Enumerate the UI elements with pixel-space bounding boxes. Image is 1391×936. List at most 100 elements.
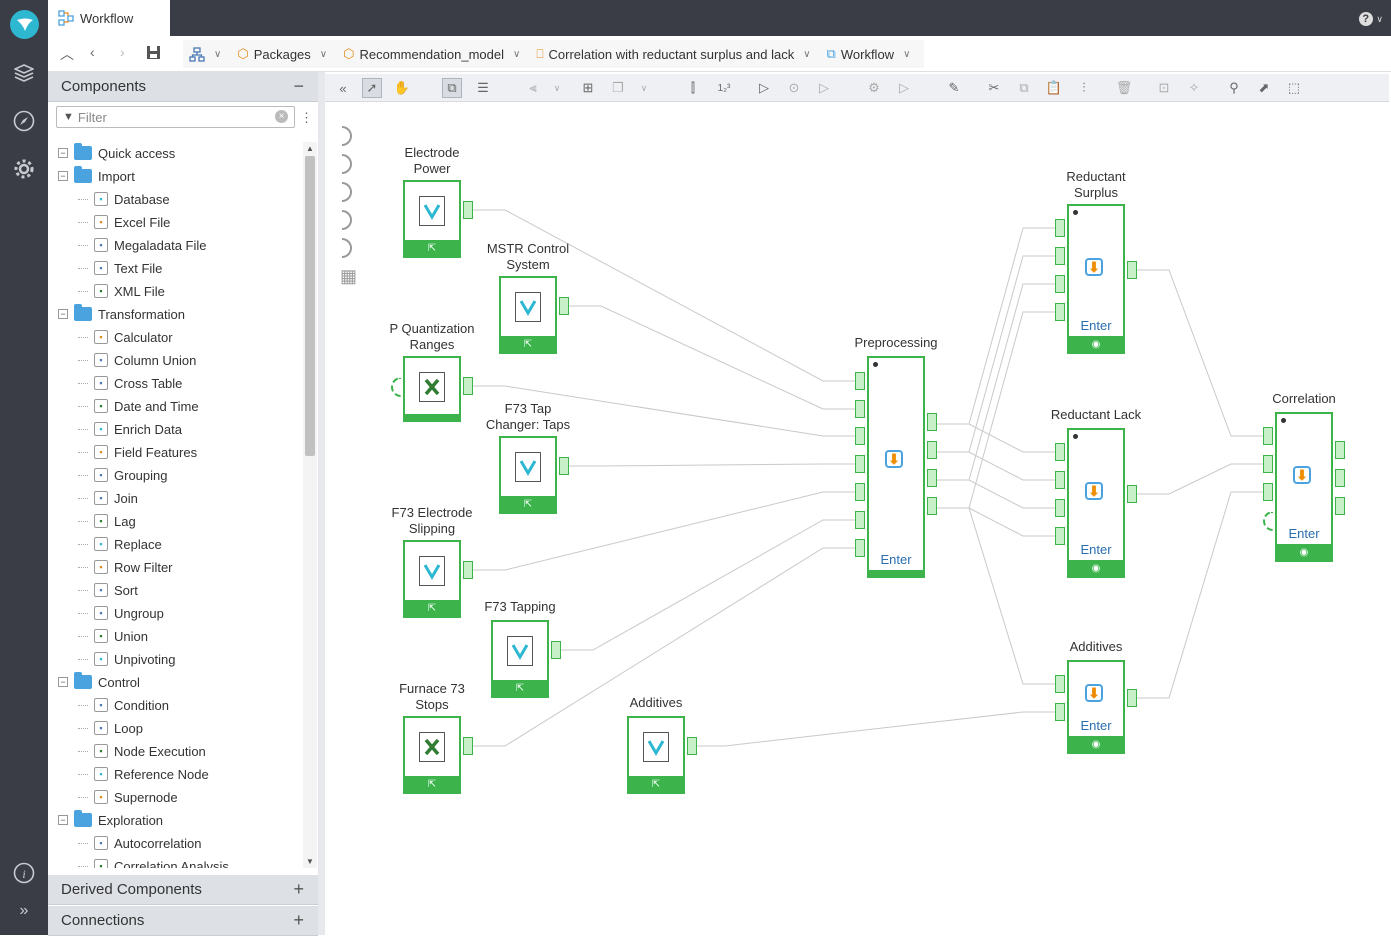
group-icon[interactable]: ❐ (612, 80, 624, 95)
input-port[interactable] (855, 372, 865, 390)
node-f73-tap-changer[interactable]: ⇱ (499, 436, 557, 514)
tree-item[interactable]: ▪Join (78, 487, 138, 509)
enter-link[interactable]: Enter (880, 552, 912, 567)
breadcrumb-package[interactable]: ⬡ Recommendation_model ∨ (337, 46, 526, 62)
chevron-down-icon[interactable]: ∨ (903, 48, 911, 60)
run-icon[interactable]: ▷ (759, 80, 769, 95)
breadcrumb-packages[interactable]: ⬡ Packages ∨ (231, 46, 333, 62)
tree-item[interactable]: ▪Correlation Analysis (78, 855, 229, 868)
scroll-up-icon[interactable]: ▲ (306, 144, 314, 153)
input-port[interactable] (1055, 471, 1065, 489)
collapse-toggle-icon[interactable]: − (58, 815, 68, 825)
input-port[interactable] (1263, 455, 1273, 473)
note-icon[interactable]: ✎ (948, 80, 960, 95)
input-port[interactable] (1055, 675, 1065, 693)
input-port[interactable] (855, 539, 865, 557)
collapse-toggle-icon[interactable]: − (58, 309, 68, 319)
tree-folder[interactable]: −Transformation (58, 303, 185, 325)
tree-scrollbar[interactable]: ▲ ▼ (303, 142, 317, 868)
connection-mode-icon[interactable]: ⧉ (442, 78, 462, 98)
output-port[interactable] (463, 561, 473, 579)
tree-item[interactable]: ▪Database (78, 188, 170, 210)
output-port[interactable] (1127, 689, 1137, 707)
scroll-thumb[interactable] (305, 156, 315, 456)
tree-item[interactable]: ▪Reference Node (78, 763, 209, 785)
tree-item[interactable]: ▪Condition (78, 694, 169, 716)
output-port[interactable] (927, 469, 937, 487)
node-mstr-control-system[interactable]: ⇱ (499, 276, 557, 354)
input-port[interactable] (391, 377, 401, 397)
collapse-toggle-icon[interactable]: − (58, 677, 68, 687)
tree-item[interactable]: ▪Unpivoting (78, 648, 175, 670)
layout-icon[interactable]: ⊞ (582, 80, 594, 95)
magic-icon[interactable]: ✧ (1188, 80, 1200, 95)
tree-item[interactable]: ▪Replace (78, 533, 162, 555)
collapse-icon[interactable]: − (293, 76, 304, 96)
enter-link[interactable]: Enter (1080, 318, 1112, 333)
input-port[interactable] (1055, 527, 1065, 545)
input-port[interactable] (1055, 247, 1065, 265)
tree-item[interactable]: ▪Grouping (78, 464, 167, 486)
tree-item[interactable]: ▪Lag (78, 510, 136, 532)
ports-icon[interactable]: ⫿ (690, 80, 696, 95)
back-icon[interactable]: ‹ (90, 44, 95, 60)
input-port[interactable] (855, 427, 865, 445)
output-port[interactable] (551, 641, 561, 659)
tree-item[interactable]: ▪XML File (78, 280, 165, 302)
node-additives[interactable]: ⬇ Enter ◉ (1067, 660, 1125, 754)
hand-tool-icon[interactable]: ✋ (393, 80, 411, 95)
node-p-quantization-ranges[interactable] (403, 356, 461, 422)
more-icon[interactable]: ⋮ (300, 110, 313, 125)
step-run-icon[interactable]: ▷ (819, 80, 829, 95)
tree-item[interactable]: ▪Enrich Data (78, 418, 182, 440)
input-port[interactable] (855, 400, 865, 418)
delete-icon[interactable]: 🗑 (1115, 80, 1133, 95)
enter-link[interactable]: Enter (1288, 526, 1320, 541)
tree-item[interactable]: ▪Autocorrelation (78, 832, 201, 854)
cut-icon[interactable]: ✂ (988, 80, 1000, 95)
chevron-down-icon[interactable]: ∨ (513, 48, 521, 60)
node-reductant-lack[interactable]: ⬇ Enter ◉ (1067, 428, 1125, 578)
input-port[interactable] (1055, 275, 1065, 293)
output-port[interactable] (1335, 441, 1345, 459)
breadcrumb-module[interactable]: ⎕ Correlation with reductant surplus and… (530, 47, 816, 62)
tree-item[interactable]: ▪Calculator (78, 326, 173, 348)
node-preprocessing[interactable]: ⬇ Enter (867, 356, 925, 578)
breadcrumb-root[interactable]: ∨ (183, 46, 227, 62)
input-port[interactable] (1055, 443, 1065, 461)
input-port[interactable] (855, 455, 865, 473)
input-port[interactable] (1263, 483, 1273, 501)
expand-icon[interactable]: + (293, 879, 304, 899)
input-port[interactable] (1055, 219, 1065, 237)
components-header[interactable]: Components − (48, 72, 318, 102)
filter-input[interactable]: ▼ Filter × (56, 106, 295, 128)
tree-item[interactable]: ▪Date and Time (78, 395, 199, 417)
arrow-up-right-icon[interactable]: ⬈ (1258, 80, 1270, 95)
input-port[interactable] (1263, 511, 1273, 531)
packages-icon[interactable] (12, 61, 36, 85)
tree-folder[interactable]: −Exploration (58, 809, 163, 831)
tree-folder[interactable]: −Control (58, 671, 140, 693)
clear-icon[interactable]: × (275, 110, 288, 123)
input-port[interactable] (855, 483, 865, 501)
input-port[interactable] (1055, 499, 1065, 517)
input-port[interactable] (1263, 427, 1273, 445)
chevron-up-icon[interactable]: ︿ (60, 46, 74, 62)
output-port[interactable] (927, 497, 937, 515)
app-logo-icon[interactable] (10, 10, 39, 39)
duplicate-icon[interactable]: ⫶ (1082, 80, 1086, 95)
node-f73-electrode-slipping[interactable]: ⇱ (403, 540, 461, 618)
output-port[interactable] (559, 457, 569, 475)
gear-icon[interactable] (12, 157, 36, 181)
breadcrumb-workflow[interactable]: ⧉ Workflow ∨ (821, 46, 917, 62)
workflow-canvas[interactable]: ▦ Electrode Power ⇱ MSTR Control System … (325, 103, 1389, 931)
expand-icon[interactable]: + (293, 910, 304, 930)
output-port[interactable] (927, 413, 937, 431)
input-port[interactable] (855, 511, 865, 529)
forward-icon[interactable]: › (120, 44, 125, 60)
output-port[interactable] (927, 441, 937, 459)
enter-link[interactable]: Enter (1080, 542, 1112, 557)
help-button[interactable]: ? ∨ (1358, 10, 1383, 26)
collapse-toggle-icon[interactable]: − (58, 171, 68, 181)
tree-item[interactable]: ▪Megaladata File (78, 234, 207, 256)
